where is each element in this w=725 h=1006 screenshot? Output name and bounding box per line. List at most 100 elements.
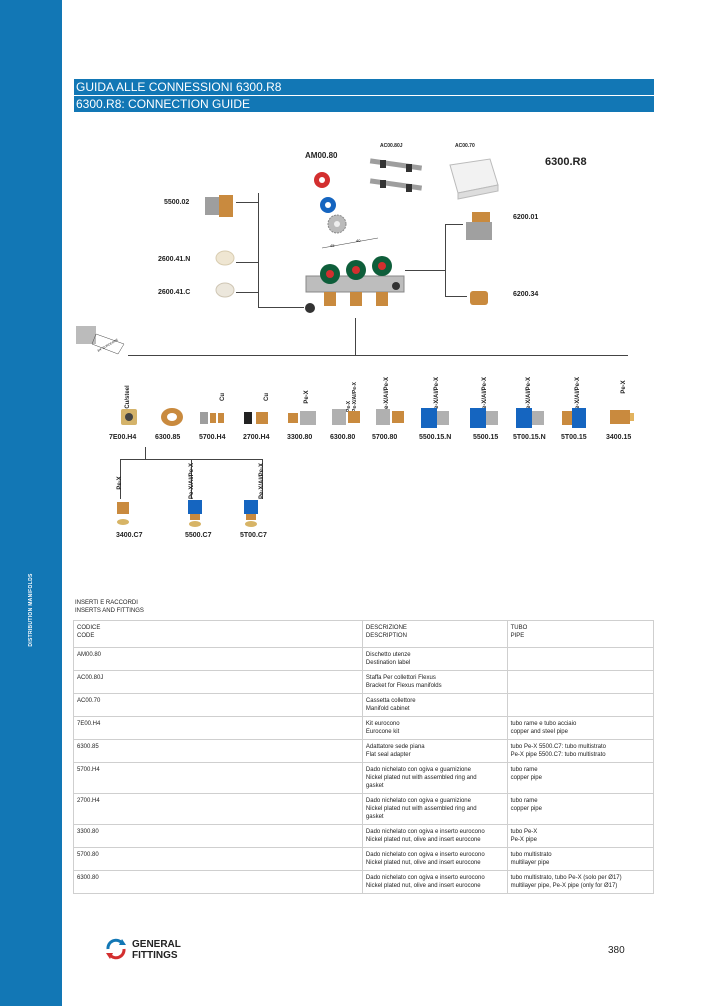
- description-cell: Dado nichelato con ogiva e inserto euroc…: [361, 847, 508, 871]
- gear-disc-icon: [327, 214, 347, 234]
- connector-line: [262, 459, 263, 499]
- connector-line: [236, 202, 258, 203]
- logo-arrows-icon: [106, 938, 126, 960]
- general-fittings-logo: GENERAL FITTINGS: [104, 937, 214, 963]
- ruler-value-a: 45: [330, 243, 335, 248]
- code-3400-c7: 3400.C7: [116, 532, 143, 539]
- pipe-cell: [506, 647, 655, 671]
- manifold-6300-r8-icon: [305, 256, 405, 313]
- description-cell: Dado nichelato con ogiva e inserto euroc…: [361, 824, 508, 848]
- sidebar-band: DISTRIBUTION MANIFOLDS: [0, 0, 62, 1006]
- fitting-3400-15-icon: [610, 410, 634, 424]
- fitting-5500-c7-icon: [188, 500, 202, 527]
- manifold-cabinet-icon: [449, 158, 499, 200]
- code-5700-80: 5700.80: [372, 434, 398, 441]
- page-title-italian: GUIDA ALLE CONNESSIONI 6300.R8: [74, 79, 654, 95]
- label-2600-41-c: 2600.41.C: [158, 289, 191, 296]
- ruler-value-b: 40: [356, 238, 361, 243]
- connector-line: [236, 292, 258, 293]
- fitting-5700-h4-icon: [200, 412, 224, 424]
- connector-line: [355, 318, 356, 355]
- logo-wordmark: GENERAL FITTINGS: [132, 939, 181, 961]
- code-cell: 3300.80: [73, 824, 363, 848]
- fitting-6200-01-icon: [466, 212, 492, 240]
- code-5500-15-n: 5500.15.N: [419, 434, 452, 441]
- eurocone-ruler-label: 3/4" EUROCONE: [97, 338, 119, 353]
- code-3300-80: 3300.80: [287, 434, 313, 441]
- table-title-english: INSERTS AND FITTINGS: [75, 608, 144, 614]
- label-2600-41-n: 2600.41.N: [158, 256, 191, 263]
- fitting-5500-15-icon: [470, 408, 498, 428]
- connector-line: [145, 447, 146, 459]
- table-title-italian: INSERTI E RACCORDI: [75, 600, 138, 606]
- code-cell: 2700.H4: [73, 793, 363, 825]
- label-ac0070: AC00.70: [455, 143, 475, 149]
- page-title-english: 6300.R8: CONNECTION GUIDE: [74, 96, 654, 112]
- fitting-6200-34-icon: [470, 291, 488, 305]
- red-destination-label-icon: [314, 172, 330, 188]
- sidebar-section-label: DISTRIBUTION MANIFOLDS: [28, 573, 34, 647]
- label-am0080: AM00.80: [305, 151, 338, 160]
- connector-line: [191, 459, 192, 499]
- fitting-7e00-h4-icon: [121, 409, 137, 425]
- label-ac0080j: AC00.80J: [380, 143, 403, 149]
- fitting-5t00-15-n-icon: [516, 408, 544, 428]
- code-cell: 5700.H4: [73, 762, 363, 794]
- pipe-cell: [506, 693, 655, 717]
- connector-line: [236, 262, 258, 263]
- manifold-bracket-icon: [369, 158, 423, 192]
- fitting-5500-15-n-icon: [421, 408, 449, 428]
- label-6200-01: 6200.01: [513, 214, 539, 221]
- fitting-3400-c7-icon: [117, 502, 129, 525]
- fitting-5t00-c7-icon: [244, 500, 258, 527]
- dimension-ruler: 45 40: [321, 237, 379, 249]
- connector-line: [128, 355, 628, 356]
- connector-line: [445, 224, 446, 296]
- connector-line: [445, 224, 463, 225]
- code-6300-80: 6300.80: [330, 434, 356, 441]
- code-5t00-15-n: 5T00.15.N: [513, 434, 546, 441]
- connector-line: [258, 307, 304, 308]
- pipe-cell: [506, 670, 655, 694]
- code-cell: 6300.80: [73, 870, 363, 894]
- page-number: 380: [608, 945, 625, 956]
- fitting-2700-h4-icon: [244, 412, 268, 424]
- fitting-3300-80-icon: [288, 411, 316, 425]
- connector-line: [445, 296, 467, 297]
- fitting-5700-80-icon: [376, 409, 404, 425]
- code-5t00-15: 5T00.15: [561, 434, 587, 441]
- code-5500-c7: 5500.C7: [185, 532, 212, 539]
- pipe-cell: tubo multistrato, tubo Pe-X (solo per Ø1…: [506, 870, 655, 894]
- product-code-label: 6300.R8: [545, 156, 587, 168]
- eurocone-dimension-drawing: 3/4" EUROCONE: [76, 326, 125, 355]
- code-2700-h4: 2700.H4: [243, 434, 270, 441]
- code-cell: 6300.85: [73, 739, 363, 763]
- code-cell: AC00.70: [73, 693, 363, 717]
- table-section-title: INSERTI E RACCORDI INSERTS AND FITTINGS: [75, 599, 144, 615]
- code-7e00-h4: 7E00.H4: [109, 434, 137, 441]
- connector-line: [120, 459, 121, 499]
- cap-2600-41-n-icon: [215, 250, 235, 266]
